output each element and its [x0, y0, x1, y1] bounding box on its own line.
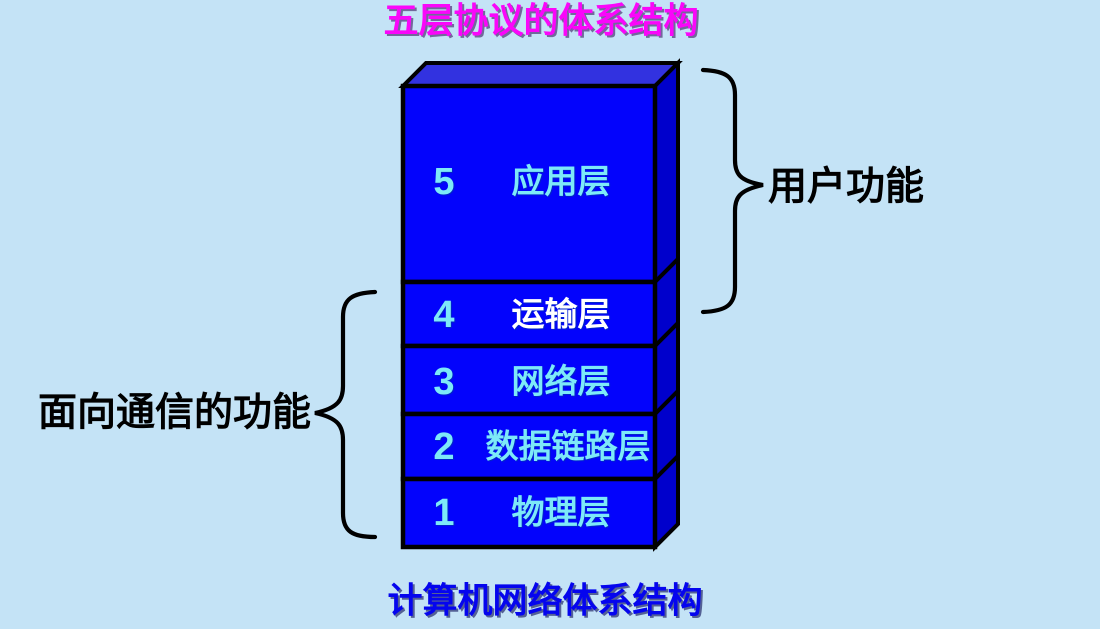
stack-top-face — [398, 61, 683, 88]
layer-2-box — [400, 411, 658, 482]
layer-2-group: 2 数据链路层 — [400, 386, 680, 484]
layer-2-label: 数据链路层 — [486, 428, 651, 465]
layer-5-label: 应用层 — [512, 163, 611, 200]
layer-3-label: 网络层 — [512, 363, 611, 400]
diagram-title: 五层协议的体系结构 — [383, 2, 698, 41]
layer-1-group: 1 物理层 — [400, 451, 680, 552]
layer-4-number: 4 — [433, 294, 454, 336]
layer-1-number: 1 — [433, 492, 454, 534]
layer-1-label: 物理层 — [512, 494, 611, 531]
layer-5-box — [400, 83, 658, 285]
communication-functions-label: 面向通信的功能 — [38, 392, 311, 435]
layer-2-number: 2 — [433, 426, 454, 468]
diagram-subtitle: 计算机网络体系结构 — [387, 581, 702, 621]
layer-5-group: 5 应用层 — [400, 58, 680, 287]
right-brace — [700, 67, 764, 315]
layer-5-side-face — [653, 58, 680, 287]
layer-4-label: 运输层 — [512, 296, 611, 333]
layer-1-box — [400, 476, 658, 550]
layer-3-number: 3 — [433, 361, 454, 403]
user-functions-label: 用户功能 — [768, 166, 924, 209]
left-brace — [314, 289, 378, 540]
layer-5-number: 5 — [433, 161, 454, 203]
